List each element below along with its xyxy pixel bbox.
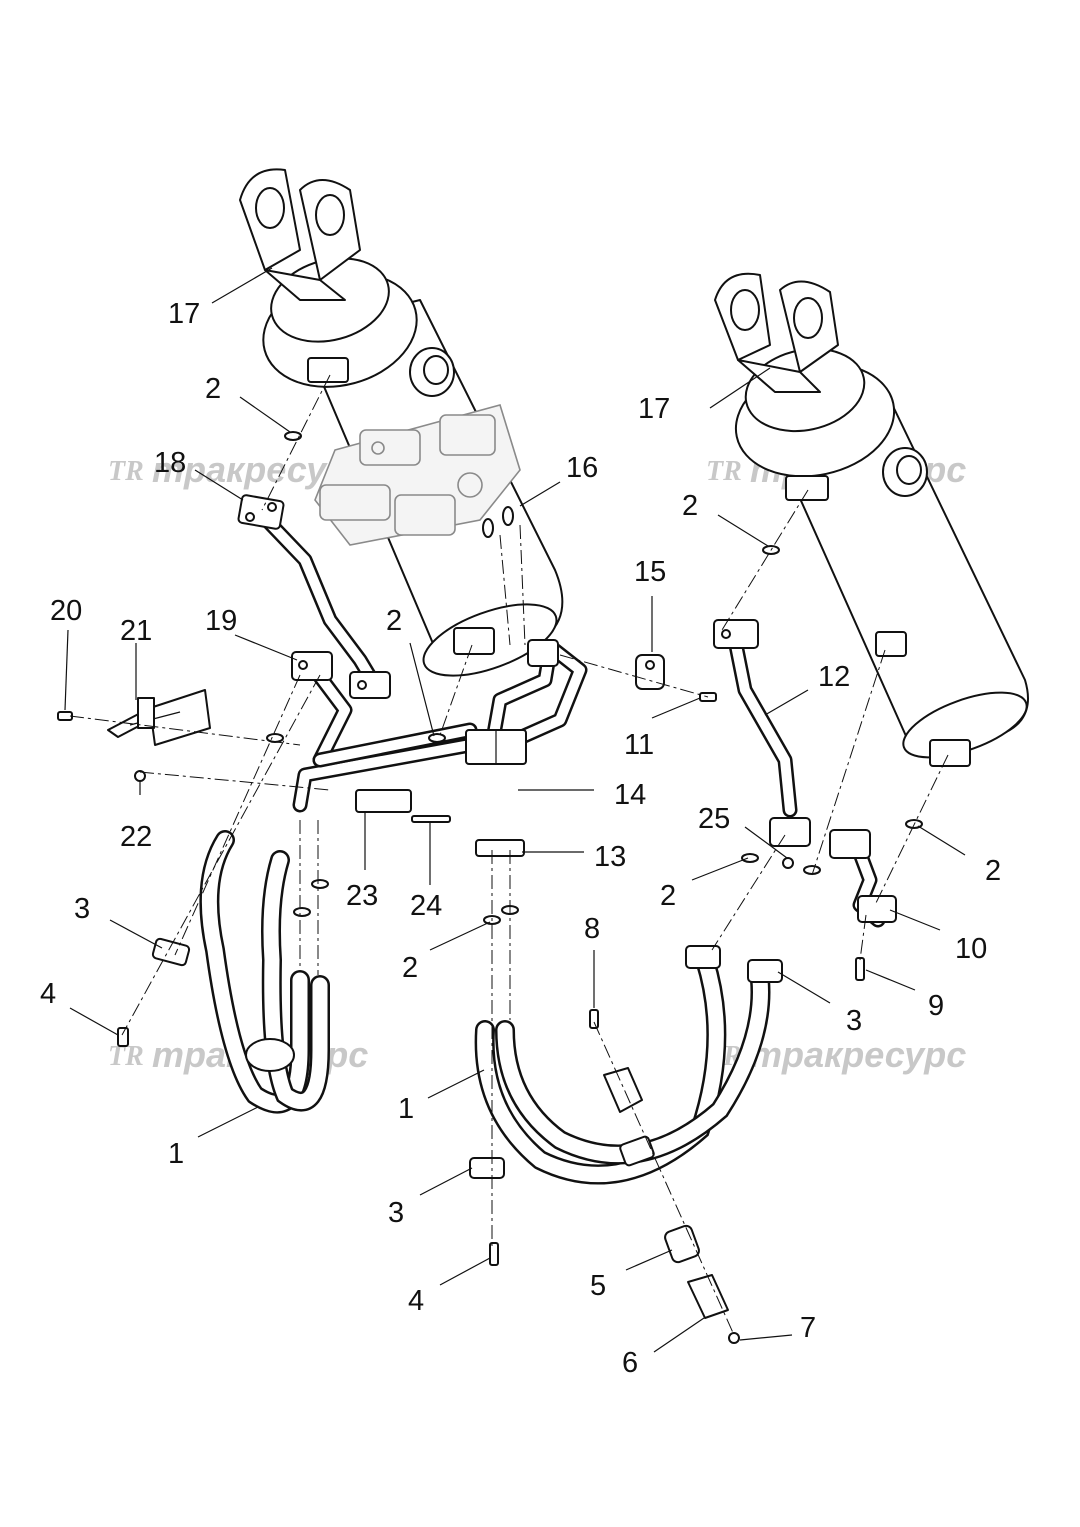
callout-10: 10	[955, 933, 987, 965]
rubber-sleeve-5	[664, 1224, 700, 1264]
rigid-pipe-10	[829, 829, 897, 928]
callout-12: 12	[818, 661, 850, 693]
callout-2-center: 2	[386, 605, 402, 637]
flange-half-3-right	[685, 945, 783, 983]
watermark-logo: TR	[108, 456, 144, 487]
callout-2-right: 2	[985, 855, 1001, 887]
callout-11: 11	[624, 729, 654, 761]
callout-22: 22	[120, 821, 152, 853]
rigid-pipe-18	[237, 494, 383, 693]
flange-half-3-center	[469, 1157, 505, 1179]
callout-17-left: 17	[168, 298, 200, 330]
callout-17-right: 17	[638, 393, 670, 425]
callout-3-left: 3	[74, 893, 90, 925]
bolt-4-left	[117, 1027, 129, 1047]
callout-24: 24	[410, 890, 442, 922]
callout-2-upper-right: 2	[682, 490, 698, 522]
callout-18: 18	[154, 447, 186, 479]
callout-13: 13	[594, 841, 626, 873]
callout-9: 9	[928, 990, 944, 1022]
cylinder-right	[714, 272, 1029, 767]
watermark-text: тракресурс	[750, 1034, 966, 1075]
bolt-9	[855, 957, 865, 981]
block-23	[355, 789, 412, 813]
rigid-pipe-19	[291, 651, 391, 768]
callout-21: 21	[120, 615, 152, 647]
callout-2-center-right: 2	[660, 880, 676, 912]
callout-19: 19	[205, 605, 237, 637]
bolt-20	[57, 711, 73, 721]
callout-14: 14	[614, 779, 646, 811]
bolt-24	[411, 815, 451, 823]
callout-4-center: 4	[408, 1285, 424, 1317]
callout-16: 16	[566, 452, 598, 484]
callout-25: 25	[698, 803, 730, 835]
callout-6: 6	[622, 1347, 638, 1379]
callout-4-left: 4	[40, 978, 56, 1010]
callout-1-center: 1	[398, 1093, 414, 1125]
callout-20: 20	[50, 595, 82, 627]
callout-5: 5	[590, 1270, 606, 1302]
callout-23: 23	[346, 880, 378, 912]
watermark-logo: TR	[706, 456, 742, 487]
bracket-21	[107, 689, 211, 746]
callout-1-left: 1	[168, 1138, 184, 1170]
nut-7	[728, 1332, 740, 1344]
flange-13	[475, 839, 525, 857]
bolt-4-center	[489, 1242, 499, 1266]
nut-25	[782, 857, 794, 869]
clamp-6-upper	[603, 1067, 643, 1113]
flange-half-3-left	[151, 937, 191, 967]
assembly-axis-lines	[69, 374, 949, 1336]
callout-2-lower: 2	[402, 952, 418, 984]
hose-left-pair	[199, 830, 330, 1114]
callout-2-upper-left: 2	[205, 373, 221, 405]
clamp-6-lower	[687, 1274, 729, 1319]
rigid-pipe-12	[713, 619, 811, 847]
control-valve-ghost	[314, 404, 521, 546]
callout-7: 7	[800, 1312, 816, 1344]
callout-labels: 17 17 2 18 16 2 15 20 21 19 2 12 11 14 2…	[40, 298, 1001, 1379]
rigid-pipe-14	[292, 639, 588, 813]
callout-3-right: 3	[846, 1005, 862, 1037]
bolt-8	[589, 1009, 599, 1029]
callout-8: 8	[584, 913, 600, 945]
callout-15: 15	[634, 556, 666, 588]
split-flange-15	[635, 654, 665, 690]
hose-center-pair	[474, 950, 771, 1185]
callout-3-center: 3	[388, 1197, 404, 1229]
leader-lines	[64, 267, 966, 1353]
